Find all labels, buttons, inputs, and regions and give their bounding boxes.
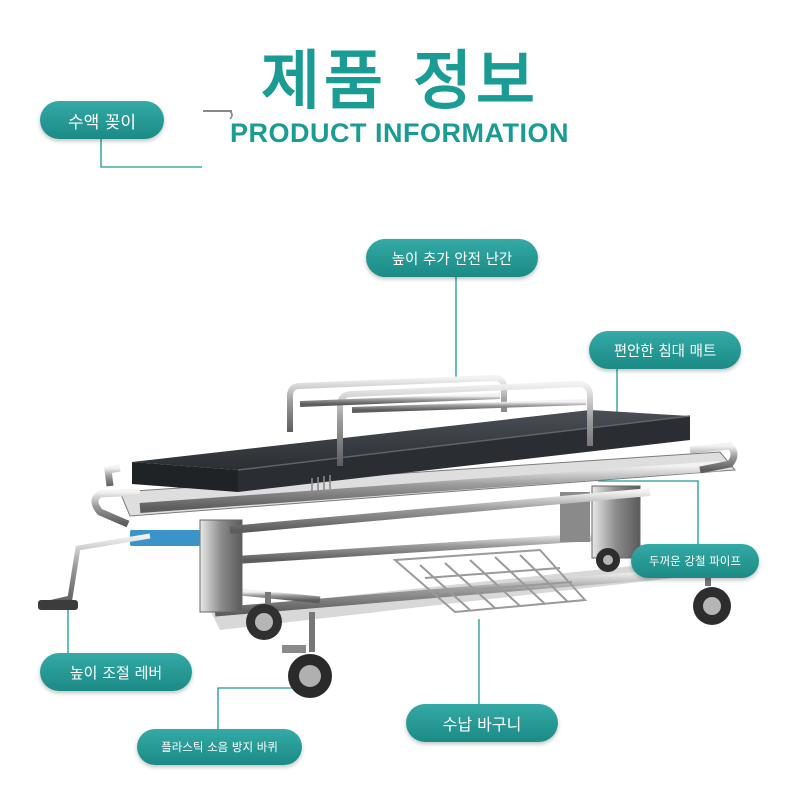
callout-label: 플라스틱 소음 방지 바퀴 xyxy=(161,740,278,754)
iv-pole xyxy=(202,110,233,442)
callout-label: 수납 바구니 xyxy=(442,715,522,734)
callout-label: 높이 조절 레버 xyxy=(69,663,163,682)
bed-mattress xyxy=(132,410,691,492)
end-handles xyxy=(91,442,738,528)
callout-label: 두꺼운 강철 파이프 xyxy=(649,554,741,568)
callout-iv-pole: 수액 꽂이 xyxy=(40,101,164,139)
page-subtitle: PRODUCT INFORMATION xyxy=(230,118,569,148)
height-crank xyxy=(38,533,151,610)
callout-label: 편안한 침대 매트 xyxy=(613,343,717,360)
casters xyxy=(246,548,731,698)
callout-basket: 수납 바구니 xyxy=(406,704,558,742)
callout-label: 수액 꽂이 xyxy=(68,112,136,133)
storage-basket xyxy=(392,548,588,614)
callout-casters: 플라스틱 소음 방지 바퀴 xyxy=(137,729,302,765)
page-title: 제품 정보 xyxy=(261,45,539,119)
callout-steel-pipe: 두꺼운 강철 파이프 xyxy=(631,544,759,578)
callout-label: 높이 추가 안전 난간 xyxy=(391,251,513,268)
spring xyxy=(311,475,331,492)
leader-lines xyxy=(67,139,699,734)
upper-frame xyxy=(119,451,737,546)
side-rails xyxy=(287,374,593,466)
callout-mattress: 편안한 침대 매트 xyxy=(589,331,741,369)
callout-height-lever: 높이 조절 레버 xyxy=(40,653,192,691)
callout-side-rail: 높이 추가 안전 난간 xyxy=(366,239,538,277)
